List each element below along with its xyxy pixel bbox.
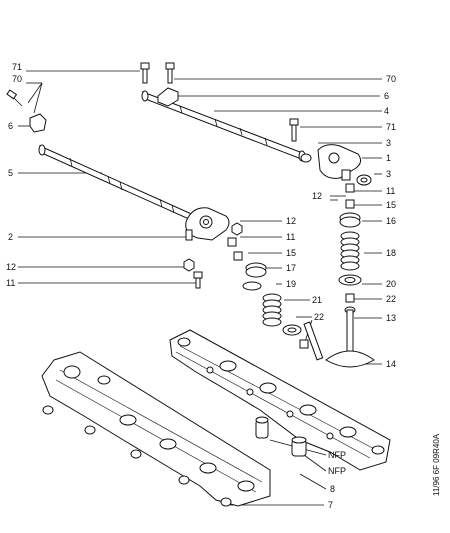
callout-71-top-left: 71 xyxy=(12,62,22,72)
callout-12-right: 12 xyxy=(312,191,322,201)
callout-4: 4 xyxy=(384,106,389,116)
bush-nfp-1 xyxy=(255,416,269,439)
valve-parts-center xyxy=(227,222,324,361)
callout-22-right: 22 xyxy=(386,294,396,304)
bolt-70-top xyxy=(165,62,175,84)
callout-6-left: 6 xyxy=(8,121,13,131)
rocker-shaft-5 xyxy=(38,144,202,226)
callout-3-lower: 3 xyxy=(386,169,391,179)
rocker-arm-1 xyxy=(300,144,362,181)
callout-12-center: 12 xyxy=(286,216,296,226)
callout-14: 14 xyxy=(386,359,396,369)
clip-6-left xyxy=(6,89,47,133)
callout-2: 2 xyxy=(8,232,13,242)
callout-18: 18 xyxy=(386,248,396,258)
callout-12-left: 12 xyxy=(6,262,16,272)
callout-70-left: 70 xyxy=(12,74,22,84)
callout-8: 8 xyxy=(330,484,335,494)
callout-16: 16 xyxy=(386,216,396,226)
callout-22-center: 22 xyxy=(314,312,324,322)
callout-17: 17 xyxy=(286,263,296,273)
bolt-71-right xyxy=(289,118,299,142)
reference-code: 11/96 6F 09R40A xyxy=(432,433,441,496)
frame-7 xyxy=(41,351,271,507)
callout-70-right: 70 xyxy=(386,74,396,84)
callout-11-left: 11 xyxy=(6,278,15,288)
callout-71-right: 71 xyxy=(386,122,396,132)
callout-11-center: 11 xyxy=(286,232,295,242)
bush-nfp-2 xyxy=(291,436,307,457)
callout-21: 21 xyxy=(312,295,322,305)
nut-12-left xyxy=(183,258,195,272)
valve-parts-right xyxy=(325,174,375,368)
callout-13: 13 xyxy=(386,313,396,323)
callout-15-center: 15 xyxy=(286,248,296,258)
leader-lines-right xyxy=(170,78,382,506)
callout-20: 20 xyxy=(386,279,396,289)
bolt-71-left xyxy=(140,62,150,84)
callout-nfp-1: NFP xyxy=(328,450,346,460)
leader-lines-left xyxy=(18,70,198,284)
rocker-shaft-4 xyxy=(141,87,306,162)
callout-11-right: 11 xyxy=(386,186,395,196)
callout-5: 5 xyxy=(8,168,13,178)
rocker-arm-2 xyxy=(185,207,230,241)
camshaft-carrier-8 xyxy=(169,329,391,471)
callout-3-upper: 3 xyxy=(386,138,391,148)
callout-19: 19 xyxy=(286,279,296,289)
callout-labels: 71 70 6 5 2 12 11 70 6 4 71 3 1 3 12 11 … xyxy=(6,62,396,510)
callout-7: 7 xyxy=(328,500,333,510)
callout-nfp-2: NFP xyxy=(328,466,346,476)
callout-6-right: 6 xyxy=(384,91,389,101)
callout-15-right: 15 xyxy=(386,200,396,210)
callout-1: 1 xyxy=(386,153,391,163)
screw-11-left xyxy=(193,271,203,289)
